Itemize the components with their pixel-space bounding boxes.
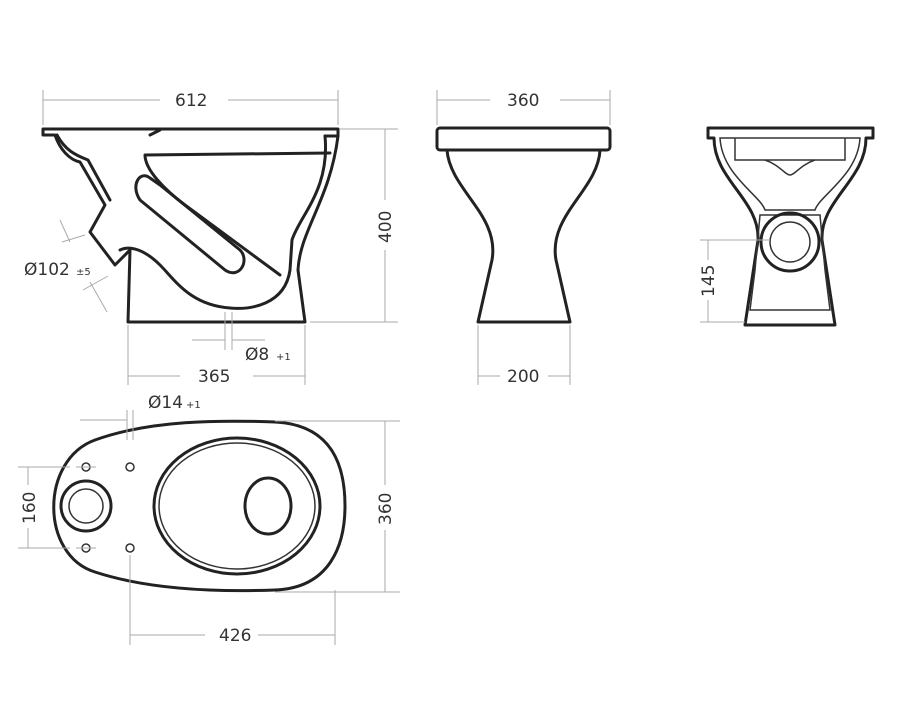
dim-top-hole-tolerance: +1 bbox=[186, 400, 201, 411]
dim-side-depth: 365 bbox=[198, 367, 230, 387]
dim-outlet-tolerance: ±5 bbox=[76, 267, 91, 278]
front-view: 360 200 bbox=[435, 90, 612, 387]
dim-outlet-height: 145 bbox=[699, 265, 719, 297]
dim-top-hole-diameter: Ø14 bbox=[148, 393, 183, 413]
dim-side-height: 400 bbox=[376, 211, 396, 243]
side-view: 612 400 365 Ø8 +1 Ø102 ±5 bbox=[24, 90, 398, 387]
dim-front-width: 360 bbox=[507, 91, 539, 111]
dim-hole-spacing: 160 bbox=[20, 492, 40, 524]
dim-side-width: 612 bbox=[175, 91, 207, 111]
dim-hole-diameter: Ø8 bbox=[245, 345, 269, 365]
dim-outlet-diameter: Ø102 bbox=[24, 260, 70, 280]
back-view: 145 bbox=[699, 126, 875, 327]
dim-top-width: 360 bbox=[376, 493, 396, 525]
dim-hole-tolerance: +1 bbox=[276, 352, 291, 363]
dim-front-base: 200 bbox=[507, 367, 539, 387]
dim-top-length: 426 bbox=[219, 626, 251, 646]
top-view: 160 Ø14 +1 360 426 bbox=[18, 393, 400, 646]
